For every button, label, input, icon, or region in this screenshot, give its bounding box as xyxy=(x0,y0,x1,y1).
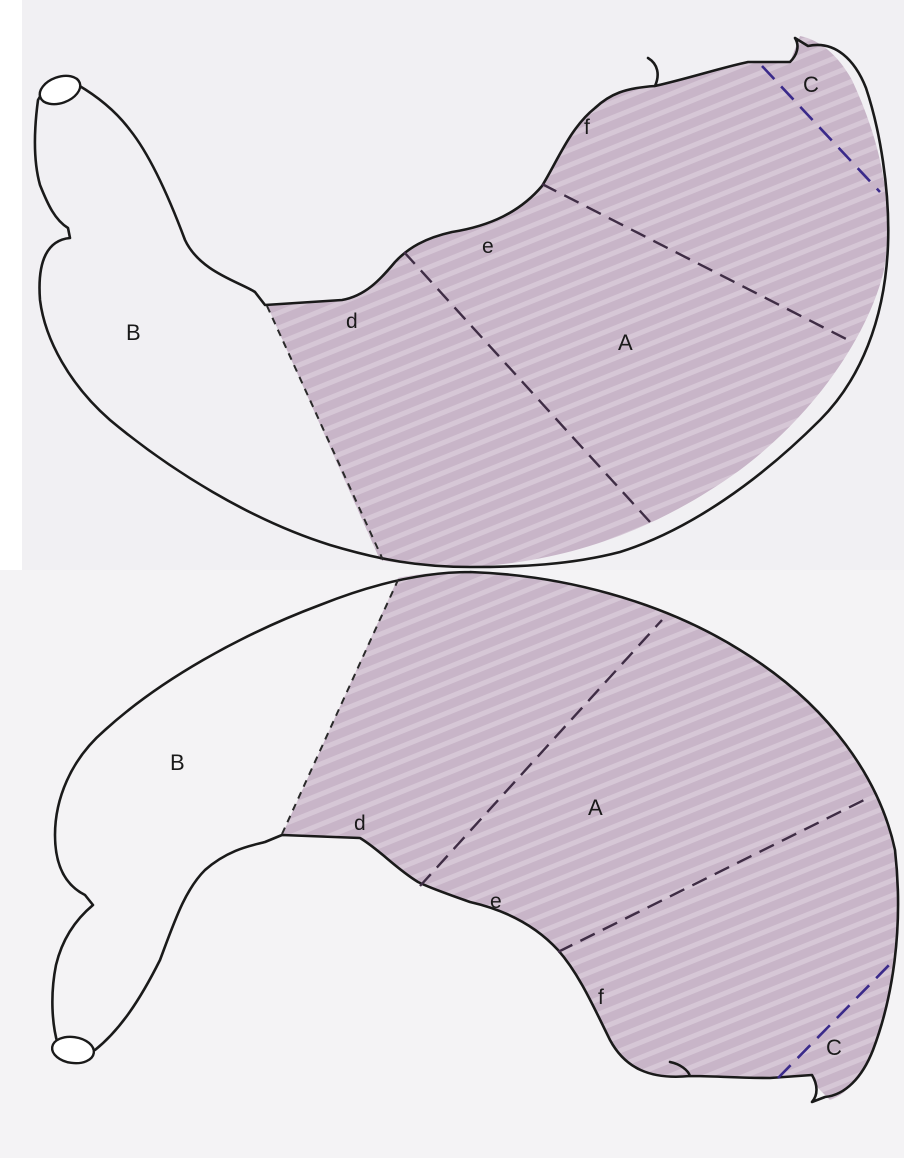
bottom-label-d: d xyxy=(354,812,366,835)
top-label-f: f xyxy=(584,116,590,139)
top-label-a: A xyxy=(618,330,633,355)
top-label-d: d xyxy=(346,310,358,333)
top-label-b: B xyxy=(126,320,141,345)
bottom-label-b: B xyxy=(170,750,185,775)
bottom-label-e: e xyxy=(490,890,502,913)
bottom-label-a: A xyxy=(588,795,603,820)
bottom-label-f: f xyxy=(598,986,604,1009)
top-label-c: C xyxy=(803,72,819,97)
bottom-label-c: C xyxy=(826,1035,842,1060)
top-label-e: e xyxy=(482,235,494,258)
